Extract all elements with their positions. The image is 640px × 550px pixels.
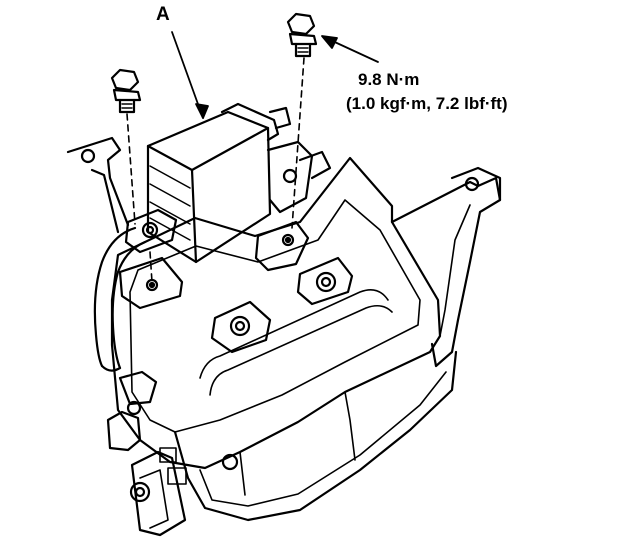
mounting-bracket-left bbox=[66, 136, 130, 234]
bolt-right bbox=[286, 12, 318, 58]
base-housing bbox=[106, 156, 502, 537]
torque-spec-alternate: (1.0 kgf·m, 7.2 lbf·ft) bbox=[346, 94, 508, 113]
bolt-left bbox=[110, 68, 142, 114]
installation-guide-lines bbox=[126, 57, 305, 283]
torque-arrow bbox=[321, 35, 379, 63]
callout-label-a: A bbox=[156, 4, 170, 25]
torque-spec-metric: 9.8 N·m bbox=[358, 70, 420, 89]
canister-a bbox=[124, 102, 332, 272]
vapor-hose bbox=[93, 226, 147, 372]
callout-a-arrow bbox=[171, 31, 209, 119]
